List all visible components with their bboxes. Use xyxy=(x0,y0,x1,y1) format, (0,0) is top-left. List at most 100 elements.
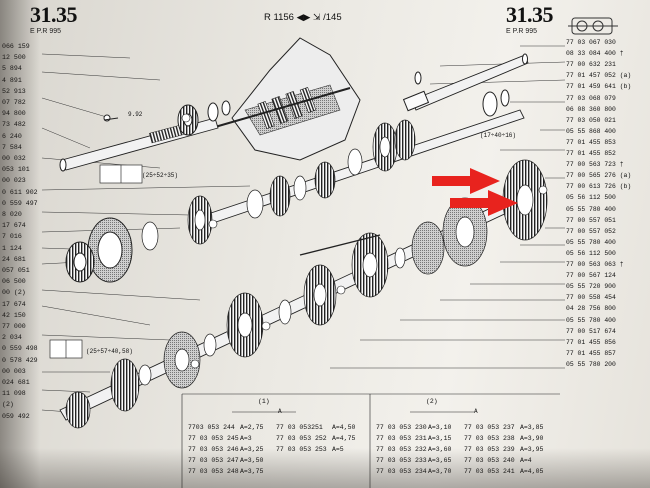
right-part-number: 04 28 756 800 xyxy=(566,305,616,313)
right-part-number: 05 55 780 400 xyxy=(566,316,616,324)
page-number-right: 31.35 xyxy=(506,2,554,27)
page-sub-left: E P.R 995 xyxy=(30,28,62,35)
left-part-number: 024 681 xyxy=(2,379,30,387)
table2-row-part-2: 77 03 053 239 xyxy=(464,446,515,453)
left-part-number: 7 584 xyxy=(2,144,22,152)
left-part-number: 5 894 xyxy=(2,66,22,73)
table1-row-part-2: 77 03 053 253 xyxy=(276,446,327,453)
left-part-number: 94 800 xyxy=(2,111,26,118)
right-part-number: 77 03 067 030 xyxy=(566,39,616,46)
right-part-number: 77 01 455 857 xyxy=(566,349,616,357)
table2-row-value: A=3,70 xyxy=(428,468,451,475)
table1-row-value-2: A=4,75 xyxy=(332,435,356,442)
right-part-number: 77 00 567 124 xyxy=(566,272,616,280)
left-part-number: 1 124 xyxy=(2,245,22,253)
table1-row-value: A=3,25 xyxy=(240,446,263,453)
table1-row-part-2: 77 03 053251 xyxy=(276,424,323,431)
right-part-number: 05 55 780 400 xyxy=(566,205,616,213)
left-part-number: 17 674 xyxy=(2,301,26,309)
right-part-number: 77 01 459 641 (b) xyxy=(566,83,632,91)
left-part-number: 00 (2) xyxy=(2,290,26,297)
left-part-number: 73 482 xyxy=(2,122,26,129)
left-part-number: 42 150 xyxy=(2,312,26,320)
table2-row-value-2: A=3,90 xyxy=(520,435,544,442)
primary-shaft-illustration xyxy=(59,100,231,172)
dim-label-3: (17÷40÷16) xyxy=(480,132,517,139)
page-shadow-bottom xyxy=(0,448,650,488)
main-shaft-illustration xyxy=(65,109,525,283)
gearbox-symbol-icon: ◀▶ ⇲ xyxy=(296,12,321,22)
red-highlight-arrows xyxy=(432,168,518,216)
right-part-number: 77 01 455 852 xyxy=(566,150,616,157)
table1-row-value: A=3 xyxy=(240,435,252,442)
right-part-number: 77 01 457 052 (a) xyxy=(566,72,632,80)
table1-row-part-2: 77 03 053 252 xyxy=(276,435,327,442)
left-part-number: 066 159 xyxy=(2,43,30,51)
left-part-number: 06 500 xyxy=(2,279,26,286)
dim-label-4: (25÷57÷40,58) xyxy=(86,348,133,355)
right-part-number: 05 55 868 400 xyxy=(566,127,616,135)
gearbox-housing-illustration xyxy=(214,37,361,161)
right-part-number: 05 55 720 900 xyxy=(566,283,616,291)
gearbox-thumbnail-icon xyxy=(568,17,618,35)
title-suffix: /145 xyxy=(323,12,342,23)
table2-row-part-2: 77 03 053 238 xyxy=(464,435,515,442)
right-part-number: 77 00 563 723 † xyxy=(566,161,624,169)
left-part-number: 057 051 xyxy=(2,267,30,275)
table1-row-part: 77 03 053 246 xyxy=(188,446,239,453)
right-part-number: 77 03 068 079 xyxy=(566,94,616,102)
right-part-number: 77 00 565 276 (a) xyxy=(566,172,632,180)
left-part-number: (2) xyxy=(2,402,14,409)
table1-dim-a-icon: A xyxy=(278,408,282,415)
left-part-number: 12 500 xyxy=(2,55,26,62)
top-shaft-illustration xyxy=(402,53,529,117)
table-frame xyxy=(181,393,560,488)
left-part-number: 52 913 xyxy=(2,88,26,96)
right-part-number: 05 55 780 400 xyxy=(566,238,616,246)
page-number-left: 31.35 xyxy=(30,2,78,27)
page-shadow-left xyxy=(0,0,40,488)
right-part-number: 77 00 558 454 xyxy=(566,294,616,302)
table2-row-value-2: A=4 xyxy=(520,457,532,464)
right-part-number: 77 03 050 021 xyxy=(566,116,616,124)
left-part-number: 7 016 xyxy=(2,234,22,241)
table2-row-part: 77 03 053 231 xyxy=(376,435,427,442)
table2-row-value: A=3,15 xyxy=(428,435,452,442)
table1-row-part: 77 03 053 247 xyxy=(188,457,239,464)
left-part-number: 11 098 xyxy=(2,391,26,398)
right-part-number: 77 00 557 052 xyxy=(566,227,616,235)
secondary-shaft-illustration xyxy=(59,159,548,429)
table1-row-value-2: A=4,50 xyxy=(332,424,356,431)
right-part-number: 06 08 360 800 xyxy=(566,105,616,113)
left-part-number: 17 674 xyxy=(2,223,26,230)
table1-row-part: 77 03 053 248 xyxy=(188,468,239,475)
left-part-number: 059 492 xyxy=(2,413,30,421)
table2-row-value-2: A=3,85 xyxy=(520,424,544,431)
right-part-number: 77 01 455 856 xyxy=(566,338,616,346)
table2-row-part: 77 03 053 232 xyxy=(376,446,427,453)
left-part-number: 0 578 429 xyxy=(2,357,38,365)
right-part-number: 77 00 517 674 xyxy=(566,327,616,335)
left-part-number: 8 020 xyxy=(2,211,22,219)
table1-row-value: A=2,75 xyxy=(240,424,264,431)
left-part-number: 07 782 xyxy=(2,99,26,107)
table1-label: (1) xyxy=(258,398,270,405)
table2-row-part-2: 77 03 053 240 xyxy=(464,457,515,464)
table1-row-value: A=3,75 xyxy=(240,468,263,475)
table2-row-value-2: A=4,05 xyxy=(520,468,543,475)
table1-row-value-2: A=5 xyxy=(332,446,344,453)
dim-label-1: 9.92 xyxy=(128,111,143,118)
right-part-number: 05 56 112 500 xyxy=(566,249,616,257)
right-part-number: 77 00 632 231 xyxy=(566,61,616,69)
dim-label-2: (25÷52÷35) xyxy=(142,172,179,179)
table2-row-part: 77 03 053 230 xyxy=(376,424,427,431)
page-title: R 1156 ◀▶ ⇲ /145 xyxy=(264,12,342,23)
left-part-number: 0 611 902 xyxy=(2,189,38,197)
right-part-number: 05 56 112 500 xyxy=(566,194,616,202)
table2-row-part: 77 03 053 233 xyxy=(376,457,427,464)
table2-dim-a-icon: A xyxy=(474,408,478,415)
table1-row-part: 7703 053 244 xyxy=(188,424,235,431)
